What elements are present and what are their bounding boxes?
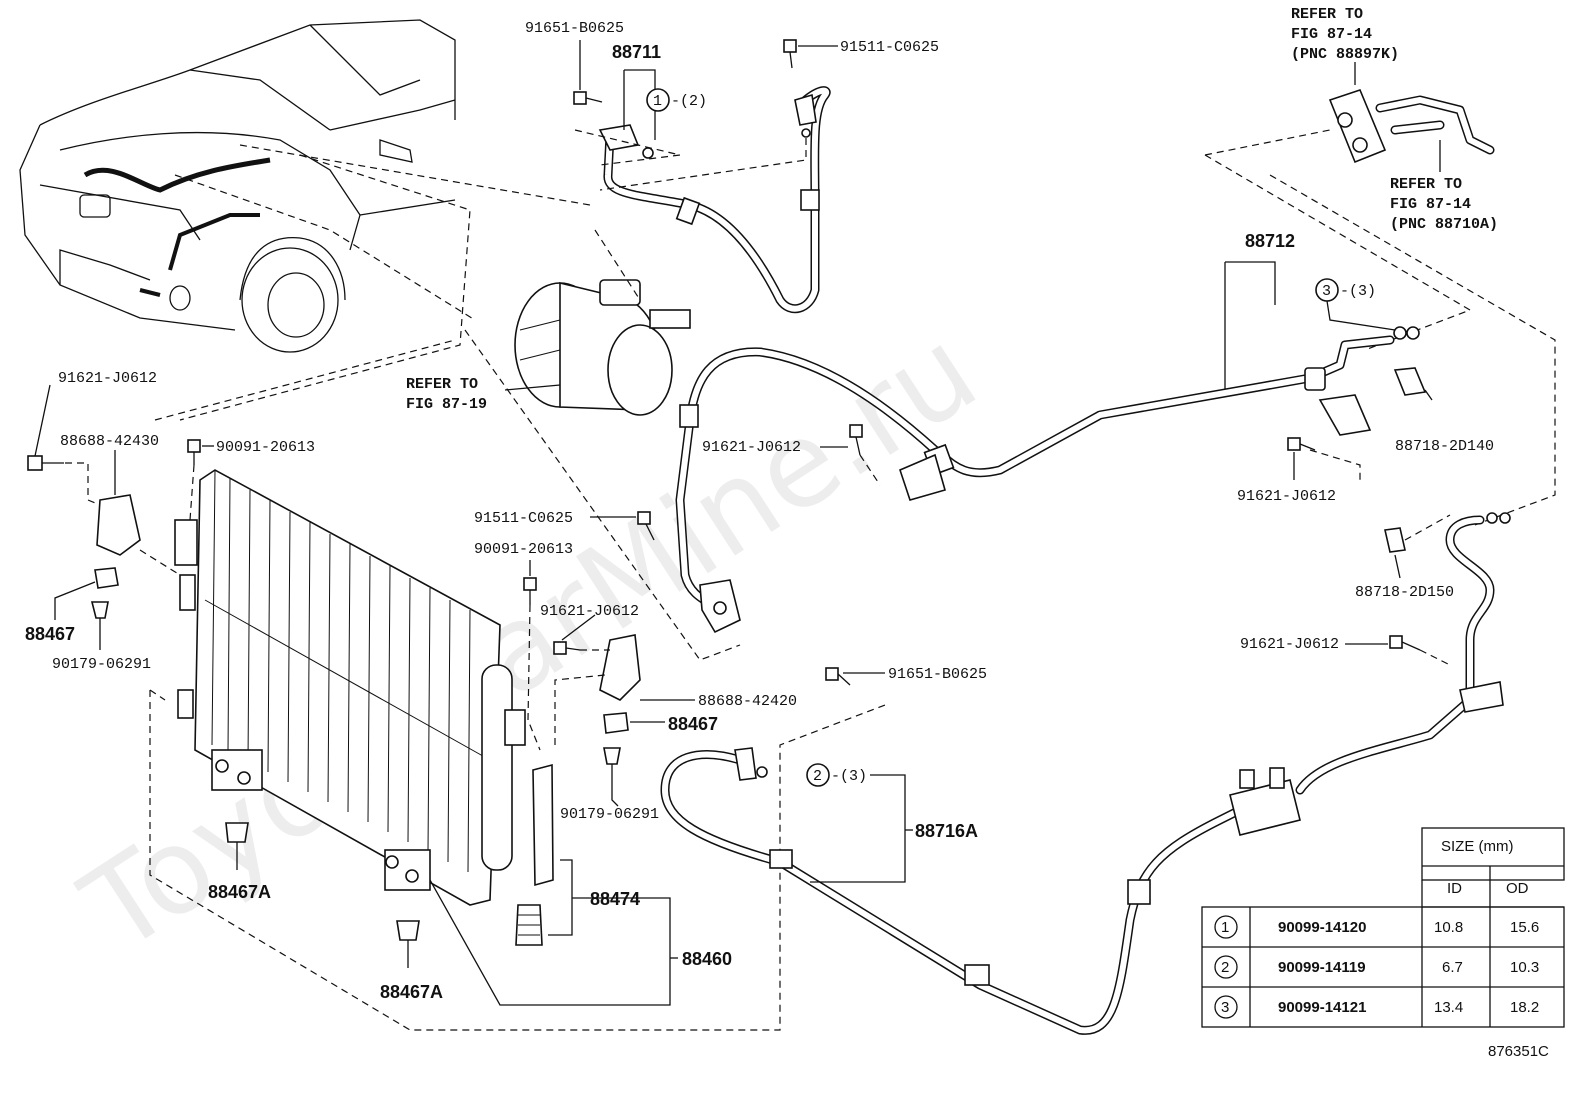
size-row-1-num: 1: [1221, 919, 1229, 936]
size-row-1-id: 10.8: [1434, 919, 1463, 936]
refer-fig-87-19-line1: REFER TO: [406, 376, 478, 393]
label-88467a-1: 88467A: [208, 882, 271, 902]
bolt-91621-right: [1287, 437, 1316, 451]
refer-fig-87-19-line2: FIG 87-19: [406, 396, 487, 413]
circle-2-label: 2: [813, 768, 822, 785]
bolt-91621-left: [27, 455, 64, 471]
refer-88897k-line2: FIG 87-14: [1291, 26, 1372, 43]
circle-1-note: -(2): [671, 93, 707, 110]
label-88712: 88712: [1245, 231, 1295, 251]
size-row-2-num: 2: [1221, 959, 1229, 976]
label-90179-06291-mid: 90179-06291: [560, 806, 659, 823]
refer-88897k-line3: (PNC 88897K): [1291, 46, 1399, 63]
label-88716a: 88716A: [915, 821, 978, 841]
label-88474: 88474: [590, 889, 640, 909]
bolt-91511-top: [783, 39, 797, 69]
size-table-col-id: ID: [1447, 880, 1462, 897]
size-row-3-num: 3: [1221, 999, 1229, 1016]
circle-1-label: 1: [653, 93, 662, 110]
label-91651-b0625-top: 91651-B0625: [525, 20, 624, 37]
bolt-91651-top: [573, 91, 603, 105]
label-88467-left: 88467: [25, 624, 75, 644]
label-88460: 88460: [682, 949, 732, 969]
label-90091-20613-b: 90091-20613: [474, 541, 573, 558]
label-91621-j0612-cond: 91621-J0612: [540, 603, 639, 620]
valve-block: [1229, 767, 1301, 836]
label-88688-42430: 88688-42430: [60, 433, 159, 450]
label-91621-j0612-right: 91621-J0612: [1237, 488, 1336, 505]
figure-id: 876351C: [1488, 1043, 1549, 1060]
label-90091-20613-a: 90091-20613: [216, 439, 315, 456]
bolt-91621-mid: [849, 424, 863, 456]
label-88718-2d150: 88718-2D150: [1355, 584, 1454, 601]
label-91511-c0625-mid: 91511-C0625: [474, 510, 573, 527]
size-row-3-part: 90099-14121: [1278, 999, 1366, 1016]
evaporator-block: [1328, 89, 1495, 164]
label-88467a-2: 88467A: [380, 982, 443, 1002]
size-row-2-id: 6.7: [1442, 959, 1463, 976]
size-table-title: SIZE (mm): [1441, 838, 1514, 855]
refer-88710a-line1: REFER TO: [1390, 176, 1462, 193]
vehicle-illustration: [19, 19, 456, 353]
size-row-1-part: 90099-14120: [1278, 919, 1366, 936]
label-91621-j0612-left: 91621-J0612: [58, 370, 157, 387]
compressor: [514, 279, 691, 416]
size-row-2-od: 10.3: [1510, 959, 1539, 976]
label-88711: 88711: [612, 42, 661, 62]
label-88467-mid: 88467: [668, 714, 718, 734]
label-91621-j0612-low: 91621-J0612: [1240, 636, 1339, 653]
refer-88710a-line2: FIG 87-14: [1390, 196, 1471, 213]
size-row-3-id: 13.4: [1434, 999, 1463, 1016]
bolt-91511-mid: [637, 511, 655, 541]
size-row-1-od: 15.6: [1510, 919, 1539, 936]
refer-88897k-line1: REFER TO: [1291, 6, 1363, 23]
bolt-90091-b: [523, 577, 537, 605]
desiccant-element: [515, 763, 554, 946]
size-table: SIZE (mm) ID OD 1 90099-14120 10.8 15.6 …: [1201, 827, 1565, 1028]
bolt-91621-low: [1389, 635, 1421, 651]
label-88718-2d140: 88718-2D140: [1395, 438, 1494, 455]
condenser: [174, 469, 526, 906]
bolt-91621-cond: [553, 641, 581, 655]
circle-3-label: 3: [1322, 283, 1331, 300]
label-90179-06291-left: 90179-06291: [52, 656, 151, 673]
refer-88710a-line3: (PNC 88710A): [1390, 216, 1498, 233]
label-91621-j0612-mid: 91621-J0612: [702, 439, 801, 456]
bolt-90091-a: [187, 439, 201, 465]
label-91511-c0625-top: 91511-C0625: [840, 39, 939, 56]
size-row-2-part: 90099-14119: [1278, 959, 1366, 976]
label-91651-b0625-low: 91651-B0625: [888, 666, 987, 683]
size-table-col-od: OD: [1506, 880, 1529, 897]
size-row-3-od: 18.2: [1510, 999, 1539, 1016]
circle-2-note: -(3): [831, 768, 867, 785]
circle-3-note: -(3): [1340, 283, 1376, 300]
bolt-91651-low: [825, 667, 851, 686]
label-88688-42420: 88688-42420: [698, 693, 797, 710]
